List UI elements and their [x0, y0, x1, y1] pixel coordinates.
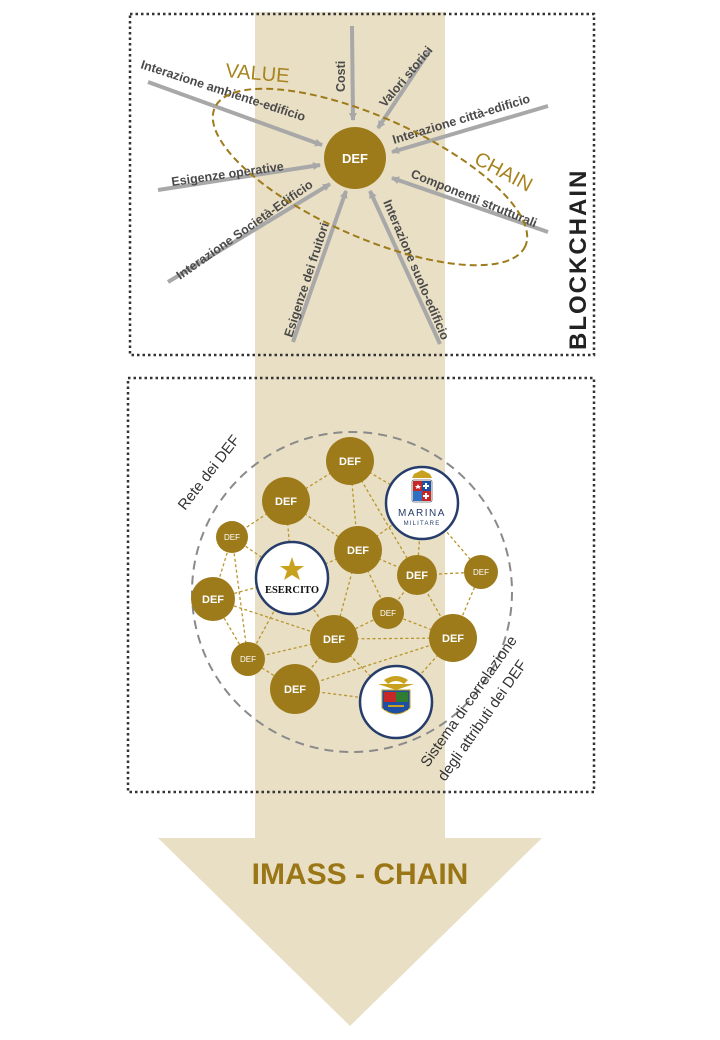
arrow-title: IMASS - CHAIN: [252, 858, 469, 891]
ray-label: Costi: [334, 61, 348, 92]
ray-arrow: [376, 48, 432, 130]
star-icon: [280, 557, 304, 580]
def-node: [231, 642, 265, 676]
aeronautica-logo: [358, 664, 434, 740]
def-node: [334, 526, 382, 574]
marina-militare-logo: MARINA MILITARE: [384, 465, 460, 541]
network-boundary-circle: [191, 431, 513, 753]
def-node-label: DEF: [339, 456, 361, 468]
def-node: [262, 477, 310, 525]
center-def-node: DEF: [324, 127, 386, 189]
ray-arrow: [391, 104, 549, 154]
rete-dei-def-label: Rete dei DEF: [175, 432, 244, 513]
def-node: [464, 555, 498, 589]
ray-arrow: [166, 182, 332, 284]
def-node: [372, 597, 404, 629]
def-node: [310, 615, 358, 663]
def-node-label: DEF: [442, 633, 464, 645]
ray-arrow: [291, 190, 348, 343]
def-node: [429, 614, 477, 662]
network-link: [247, 577, 293, 660]
network-link: [333, 549, 359, 640]
air-force-crest-icon: [378, 676, 414, 715]
value-chain-ellipse: [211, 87, 529, 267]
def-node: [397, 555, 437, 595]
ray-arrow: [157, 162, 321, 192]
def-node-label: DEF: [406, 570, 428, 582]
def-node-label: DEF: [224, 533, 240, 542]
network-box: [126, 376, 596, 794]
def-node-label: DEF: [323, 634, 345, 646]
esercito-label: ESERCITO: [265, 585, 319, 596]
def-node: [326, 437, 374, 485]
def-node-label: DEF: [202, 594, 224, 606]
def-node-label: DEF: [347, 545, 369, 557]
network-link: [294, 637, 454, 690]
navy-crest-icon: [411, 470, 433, 503]
chain-label: CHAIN: [471, 148, 536, 197]
value-label: VALUE: [225, 60, 291, 88]
def-node: [216, 521, 248, 553]
network-link: [231, 536, 249, 660]
ray-arrow: [391, 176, 549, 234]
center-def-label: DEF: [342, 151, 368, 166]
def-node-label: DEF: [380, 609, 396, 618]
esercito-logo: ESERCITO: [254, 540, 330, 616]
network-nodes: DEF DEF DEF DEF DEF DEF DEF DEF DEF DEF DEF DEF: [191, 437, 498, 714]
ray-arrow: [368, 190, 442, 345]
def-node-label: DEF: [240, 655, 256, 664]
def-node: [270, 664, 320, 714]
blockchain-side-label: BLOCKCHAIN: [565, 169, 592, 350]
def-node: [191, 577, 235, 621]
ray-arrow: [147, 80, 323, 147]
def-node-label: DEF: [473, 568, 489, 577]
ray-arrow: [348, 25, 357, 121]
def-node-label: DEF: [284, 684, 306, 696]
marina-label-line2: MILITARE: [404, 521, 441, 527]
blockchain-box: [128, 12, 596, 357]
marina-label-line1: MARINA: [398, 508, 446, 519]
network-link: [421, 502, 482, 573]
def-node-label: DEF: [275, 496, 297, 508]
